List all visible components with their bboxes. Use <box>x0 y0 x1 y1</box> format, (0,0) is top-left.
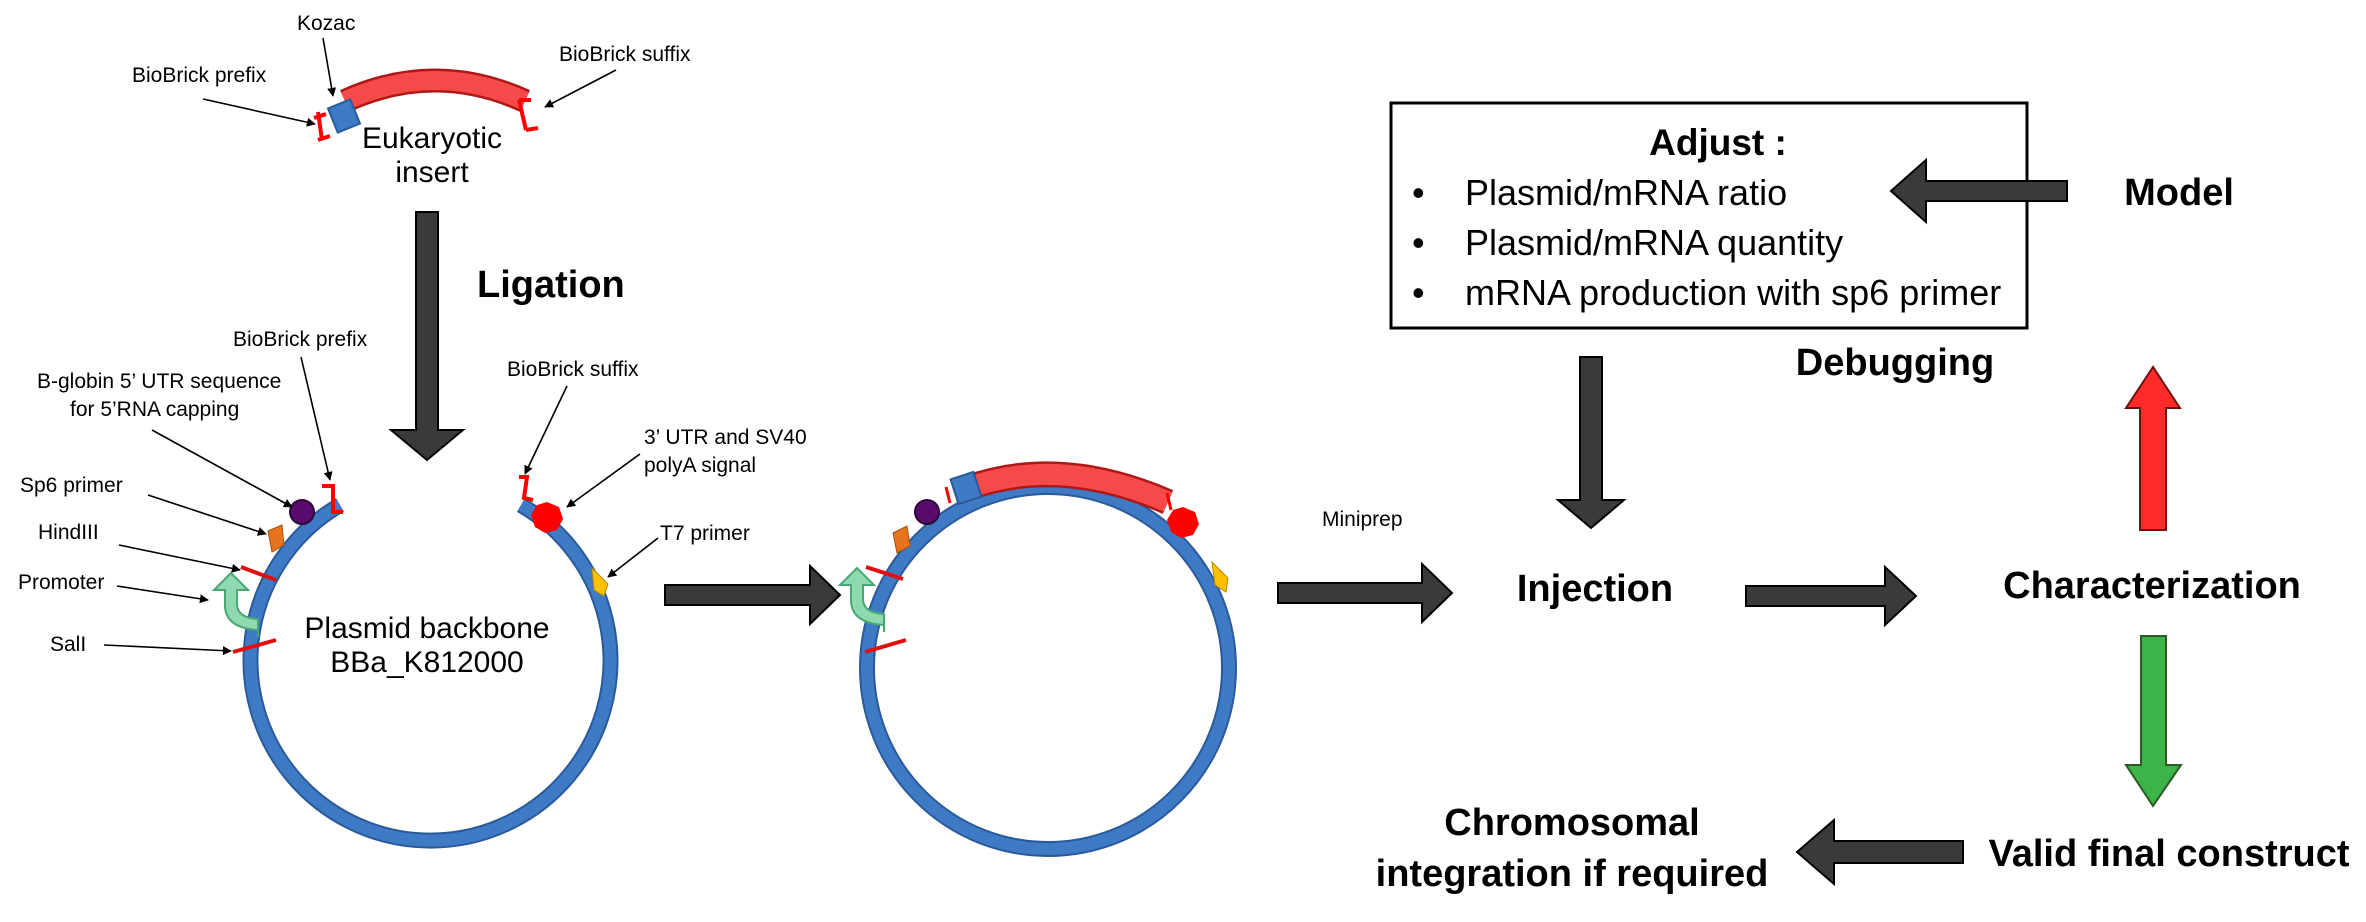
characterization-to-debug-arrow <box>2124 365 2182 531</box>
backbone-prefix-label: BioBrick prefix <box>233 328 368 351</box>
insert-prefix-label: BioBrick prefix <box>132 64 267 87</box>
backbone-suffix-marker <box>519 475 534 502</box>
kozac-marker <box>326 98 362 134</box>
chromosomal-label-line1: Chromosomal <box>1444 802 1699 844</box>
ligation-label: Ligation <box>477 264 625 306</box>
insert-suffix-label: BioBrick suffix <box>559 43 691 66</box>
miniprep-label: Miniprep <box>1322 508 1403 531</box>
eukaryotic-insert <box>313 68 539 142</box>
assembled-bglobin-marker <box>914 499 940 525</box>
insert-title-line2: insert <box>395 156 469 189</box>
t7-label: T7 primer <box>660 522 750 545</box>
promoter-icon <box>211 571 259 637</box>
model-label: Model <box>2124 172 2234 214</box>
insert-title-line1: Eukaryotic <box>362 122 502 155</box>
plasmid-backbone <box>211 475 619 849</box>
sp6-marker <box>267 524 285 553</box>
debug-to-injection-arrow <box>1555 356 1627 530</box>
backbone-title-line1: Plasmid backbone <box>304 612 549 645</box>
adjust-title: Adjust : <box>1649 122 1787 163</box>
assembled-promoter-icon <box>837 566 885 632</box>
adjust-item-1: Plasmid/mRNA ratio <box>1465 172 1787 213</box>
backbone-title-line2: BBa_K812000 <box>330 646 524 679</box>
assembled-kozac-marker <box>949 470 983 506</box>
bglobin-marker <box>289 499 315 525</box>
chromosomal-label-line2: integration if required <box>1376 853 1769 895</box>
hindiii-label: HindIII <box>38 521 99 544</box>
adjust-bullet-3: • <box>1412 272 1425 313</box>
bglobin-label-line2: for 5’RNA capping <box>70 398 239 421</box>
debugging-label: Debugging <box>1796 342 1994 384</box>
assembled-t7-marker <box>1211 560 1229 593</box>
kozac-label: Kozac <box>297 12 355 35</box>
sali-label: SalI <box>50 633 86 656</box>
model-to-adjust-arrow <box>1889 157 2068 225</box>
utr-label-line1: 3’ UTR and SV40 <box>644 426 807 449</box>
assembled-sp6-marker <box>892 525 911 554</box>
adjust-item-3: mRNA production with sp6 primer <box>1465 272 2001 313</box>
injection-to-characterization-arrow <box>1745 564 1918 628</box>
polya-marker <box>531 502 563 533</box>
suffix-marker <box>517 98 539 132</box>
hindiii-marker <box>240 565 277 582</box>
injection-label: Injection <box>1517 568 1673 610</box>
characterization-label: Characterization <box>2003 565 2301 607</box>
promoter-label: Promoter <box>18 571 104 594</box>
valid-to-chromosomal-arrow <box>1795 817 1964 887</box>
characterization-to-valid-arrow <box>2124 635 2183 808</box>
assembled-plasmid <box>837 461 1237 857</box>
assembly-arrow <box>664 563 842 627</box>
t7-marker <box>591 566 609 597</box>
backbone-suffix-label: BioBrick suffix <box>507 358 639 381</box>
ligation-arrow <box>388 211 466 462</box>
valid-construct-label: Valid final construct <box>1988 833 2349 875</box>
adjust-item-2: Plasmid/mRNA quantity <box>1465 222 1843 263</box>
sali-marker <box>232 638 277 654</box>
assembled-polya-marker <box>1167 507 1199 538</box>
miniprep-arrow <box>1277 561 1454 625</box>
sp6-label: Sp6 primer <box>20 474 123 497</box>
prefix-marker <box>313 111 331 142</box>
bglobin-label-line1: B-globin 5’ UTR sequence <box>37 370 281 393</box>
adjust-bullet-2: • <box>1412 222 1425 263</box>
adjust-bullet-1: • <box>1412 172 1425 213</box>
utr-label-line2: polyA signal <box>644 454 756 477</box>
backbone-prefix-marker <box>322 484 343 514</box>
